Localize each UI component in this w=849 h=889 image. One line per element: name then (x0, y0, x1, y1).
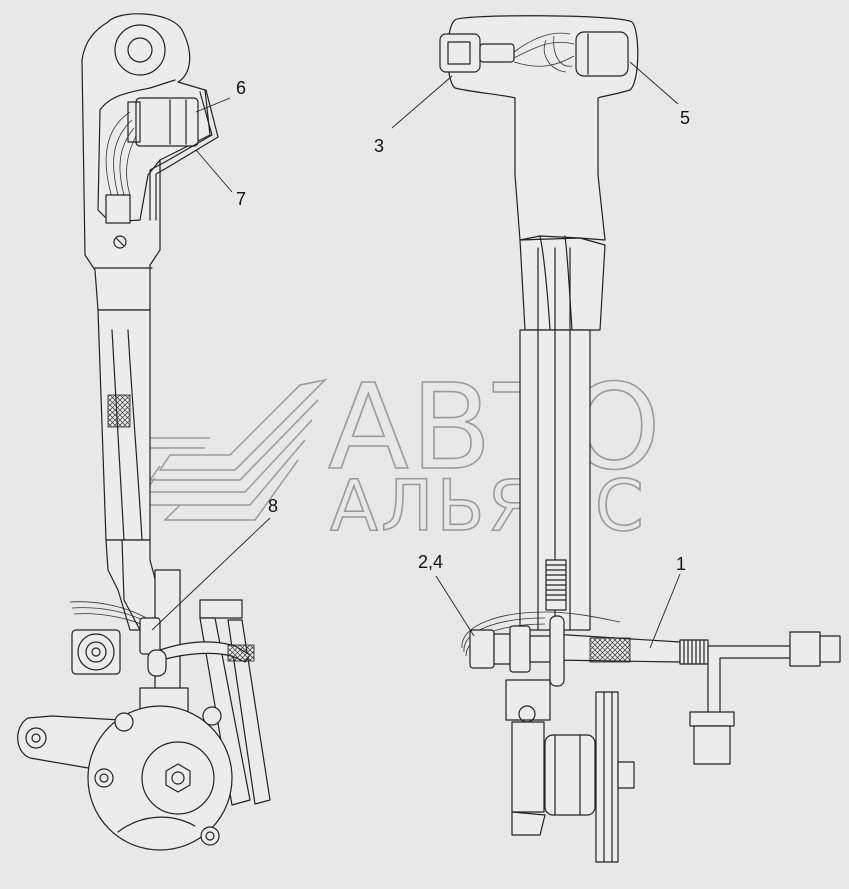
connector-6 (135, 97, 199, 147)
right-lower-body (511, 721, 545, 813)
connector-bottom-cap (689, 711, 735, 727)
watermark-line1: АВТО (328, 358, 663, 496)
left-handle-eye-hole (127, 37, 153, 63)
callout-leaders (151, 61, 681, 649)
callout-5: 5 (680, 108, 690, 128)
right-disc-plate (595, 691, 619, 863)
callout-8: 8 (268, 496, 278, 516)
right-nut (617, 761, 635, 789)
callout-3: 3 (374, 136, 384, 156)
switch-3 (439, 33, 481, 73)
connector-bottom (693, 725, 731, 765)
left-handle-head (81, 13, 211, 311)
callout-7: 7 (236, 189, 246, 209)
left-handle-eye (114, 24, 166, 76)
right-clip (549, 615, 565, 687)
right-lower-block (505, 679, 551, 721)
right-actuator (544, 734, 596, 816)
left-hex-nut (165, 763, 191, 793)
switch-5 (575, 31, 629, 77)
left-wire-clip (105, 194, 131, 224)
right-lever-assembly (439, 15, 841, 863)
callout-2-4: 2,4 (418, 552, 443, 572)
watermark-line2: АЛЬЯНС (330, 465, 647, 547)
watermark-wings (138, 378, 328, 521)
callout-6: 6 (236, 78, 246, 98)
left-clamp (139, 617, 161, 655)
left-bracket-top (199, 599, 243, 619)
callout-1: 1 (676, 554, 686, 574)
left-shaft-hatch (107, 394, 131, 428)
watermark-logo: АВТО АЛЬЯНС (138, 357, 663, 548)
connector-right (789, 631, 821, 667)
left-lever-assembly (17, 13, 271, 851)
